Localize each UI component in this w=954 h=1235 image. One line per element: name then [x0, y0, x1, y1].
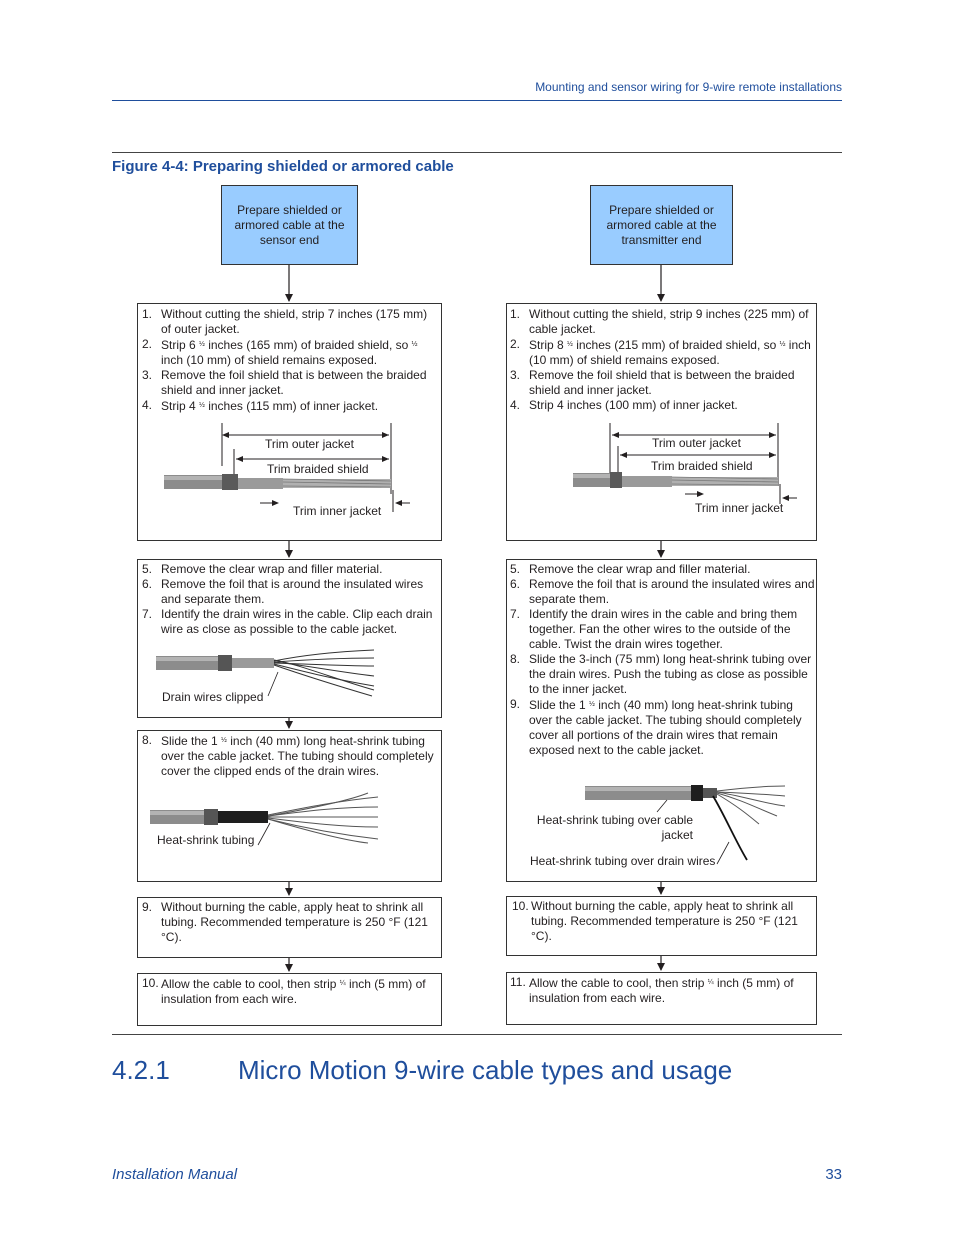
cable-strip-illustration-sensor [138, 304, 443, 542]
step-item: 10.Allow the cable to cool, then strip ¼… [142, 976, 436, 1007]
sensor-step-box-1: 1.Without cutting the shield, strip 7 in… [137, 303, 442, 541]
section-number: 4.2.1 [112, 1055, 238, 1086]
label-heat-shrink-over-drain-wires: Heat-shrink tubing over drain wires [530, 854, 715, 869]
sensor-step-box-3: 8.Slide the 1 ½ inch (40 mm) long heat-s… [137, 730, 442, 882]
label-trim-inner-jacket: Trim inner jacket [695, 501, 783, 516]
sensor-step-box-4: 9.Without burning the cable, apply heat … [137, 897, 442, 958]
transmitter-step-box-2: 5.Remove the clear wrap and filler mater… [506, 559, 817, 882]
start-box-transmitter-end: Prepare shielded or armored cable at the… [590, 185, 733, 265]
step-item: 11.Allow the cable to cool, then strip ¼… [510, 975, 814, 1006]
label-trim-outer-jacket: Trim outer jacket [265, 437, 354, 452]
sensor-steps-4: 9.Without burning the cable, apply heat … [142, 900, 436, 945]
transmitter-steps-4: 11.Allow the cable to cool, then strip ¼… [510, 975, 814, 1006]
transmitter-step-box-1: 1.Without cutting the shield, strip 9 in… [506, 303, 817, 541]
start-box-sensor-end: Prepare shielded or armored cable at the… [221, 185, 358, 265]
label-heat-shrink-tubing: Heat-shrink tubing [157, 833, 254, 848]
page-number: 33 [825, 1166, 842, 1183]
figure-bottom-rule [112, 1034, 842, 1035]
transmitter-steps-3: 10.Without burning the cable, apply heat… [512, 899, 812, 944]
label-trim-inner-jacket: Trim inner jacket [293, 504, 381, 519]
sensor-step-box-5: 10.Allow the cable to cool, then strip ¼… [137, 973, 442, 1026]
label-trim-outer-jacket: Trim outer jacket [652, 436, 741, 451]
transmitter-step-box-4: 11.Allow the cable to cool, then strip ¼… [506, 972, 817, 1025]
label-trim-braided-shield: Trim braided shield [651, 459, 753, 474]
sensor-steps-5: 10.Allow the cable to cool, then strip ¼… [142, 976, 436, 1007]
label-heat-shrink-over-cable-jacket: Heat-shrink tubing over cable jacket [533, 813, 693, 843]
footer-manual-title: Installation Manual [112, 1166, 237, 1183]
cable-heat-shrink-illustration [138, 731, 443, 883]
label-trim-braided-shield: Trim braided shield [267, 462, 369, 477]
step-item: 9.Without burning the cable, apply heat … [142, 900, 436, 945]
section-title-text: Micro Motion 9-wire cable types and usag… [238, 1055, 732, 1085]
transmitter-step-box-3: 10.Without burning the cable, apply heat… [506, 896, 817, 956]
label-drain-wires-clipped: Drain wires clipped [162, 690, 263, 705]
sensor-step-box-2: 5.Remove the clear wrap and filler mater… [137, 559, 442, 718]
step-item: 10.Without burning the cable, apply heat… [512, 899, 812, 944]
